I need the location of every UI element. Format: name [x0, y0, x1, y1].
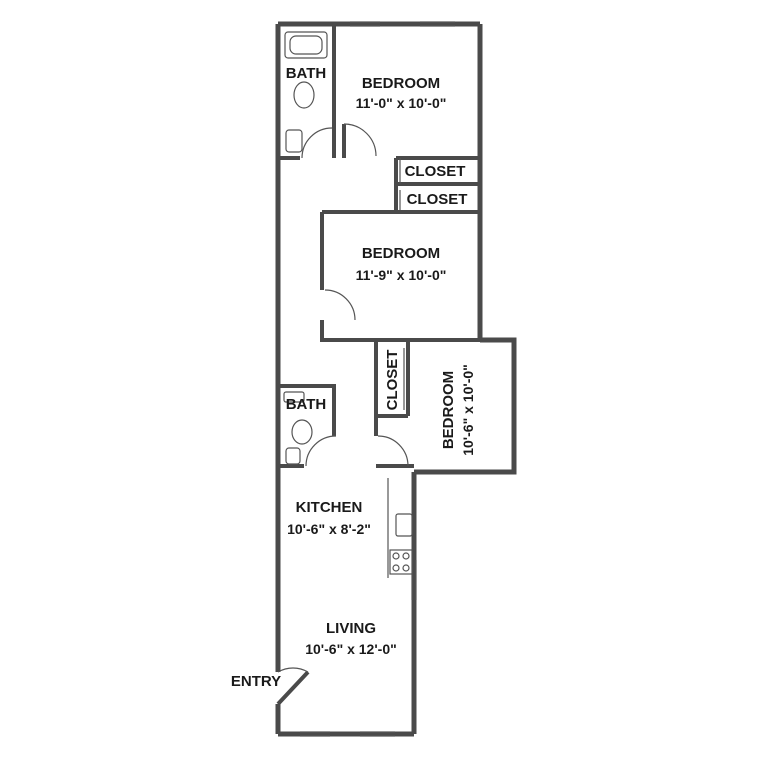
door-swing: [305, 435, 337, 467]
living: LIVING 10'-6" x 12'-0": [305, 620, 397, 657]
top-bath: BATH: [278, 24, 336, 160]
door-swing: [301, 127, 333, 159]
toilet-icon: [293, 81, 315, 109]
room-size: 10'-6" x 8'-2": [287, 521, 371, 537]
door-swing: [343, 123, 377, 157]
bedroom-3: CLOSET BEDROOM 10'-6" x 10'-0": [374, 340, 476, 468]
room-size: 10'-6" x 12'-0": [305, 641, 397, 657]
bath-label: BATH: [286, 65, 327, 82]
bathtub-icon: [283, 391, 305, 403]
room-size: 11'-9" x 10'-0": [356, 267, 447, 283]
door-swing: [377, 435, 409, 467]
sink-icon: [285, 129, 303, 153]
room-name: BEDROOM: [362, 245, 440, 262]
entry-label: ENTRY: [231, 673, 281, 690]
stove-icon: [389, 549, 413, 575]
middle-bath: BATH: [278, 384, 337, 468]
entry[interactable]: ENTRY: [231, 667, 310, 706]
closets-middle: CLOSET CLOSET: [396, 158, 480, 210]
room-size: 11'-0" x 10'-0": [356, 95, 447, 111]
closet-label: CLOSET: [405, 163, 466, 180]
door-swing: [324, 289, 356, 321]
closet-label: CLOSET: [384, 350, 401, 411]
room-name: BEDROOM: [362, 75, 440, 92]
sink-icon: [395, 513, 413, 537]
room-size: 10'-6" x 10'-0": [460, 364, 476, 456]
sink-icon: [285, 447, 301, 465]
bedroom-2: BEDROOM 11'-9" x 10'-0": [320, 210, 480, 342]
bath-label: BATH: [286, 396, 327, 413]
kitchen: KITCHEN 10'-6" x 8'-2": [287, 478, 413, 578]
exterior-walls: [275, 21, 517, 737]
closet-label: CLOSET: [407, 191, 468, 208]
room-name: KITCHEN: [296, 499, 363, 516]
windows: [300, 21, 455, 737]
toilet-icon: [291, 419, 313, 445]
room-name: BEDROOM: [440, 371, 457, 449]
room-name: LIVING: [326, 620, 376, 637]
